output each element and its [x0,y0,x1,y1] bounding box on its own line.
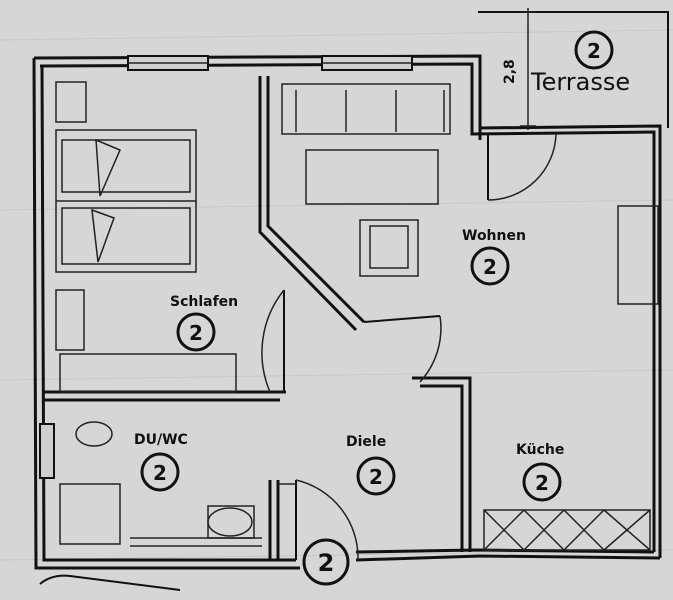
entrance-count-value: 2 [318,549,335,577]
room-count-diele-value: 2 [369,465,383,489]
room-count-terrasse-value: 2 [587,39,601,63]
bathroom-fixtures [59,421,262,547]
room-count-schlafen-value: 2 [189,321,203,345]
room-count-diele: 2 [356,456,396,496]
bedroom-shelf [55,81,87,123]
room-count-wohnen-value: 2 [483,255,497,279]
room-count-kueche: 2 [522,462,562,502]
entrance-count: 2 [302,538,350,586]
sideboard [617,205,659,305]
page-corner-curve [39,574,181,591]
room-label-du-wc: DU/WC [134,432,188,448]
room-count-du-wc-value: 2 [153,461,167,485]
coffee-table [305,149,439,205]
room-label-schlafen: Schlafen [170,294,238,310]
armchair [359,219,419,277]
room-count-wohnen: 2 [470,246,510,286]
wardrobe [55,289,85,351]
room-count-kueche-value: 2 [535,471,549,495]
dresser [59,353,237,393]
room-label-diele: Diele [346,434,386,450]
kitchen-counter [483,509,651,551]
room-count-terrasse: 2 [574,30,614,70]
room-label-wohnen: Wohnen [462,228,526,244]
room-label-terrasse: Terrasse [530,68,630,96]
outer-walls [32,54,662,570]
room-count-schlafen: 2 [176,312,216,352]
room-label-kueche: Küche [516,442,564,458]
sofa [281,83,451,135]
terrace-dimension: 2,8 [502,59,518,84]
terrace [478,8,669,130]
doors [261,133,557,561]
bed [55,129,197,273]
room-count-du-wc: 2 [140,452,180,492]
